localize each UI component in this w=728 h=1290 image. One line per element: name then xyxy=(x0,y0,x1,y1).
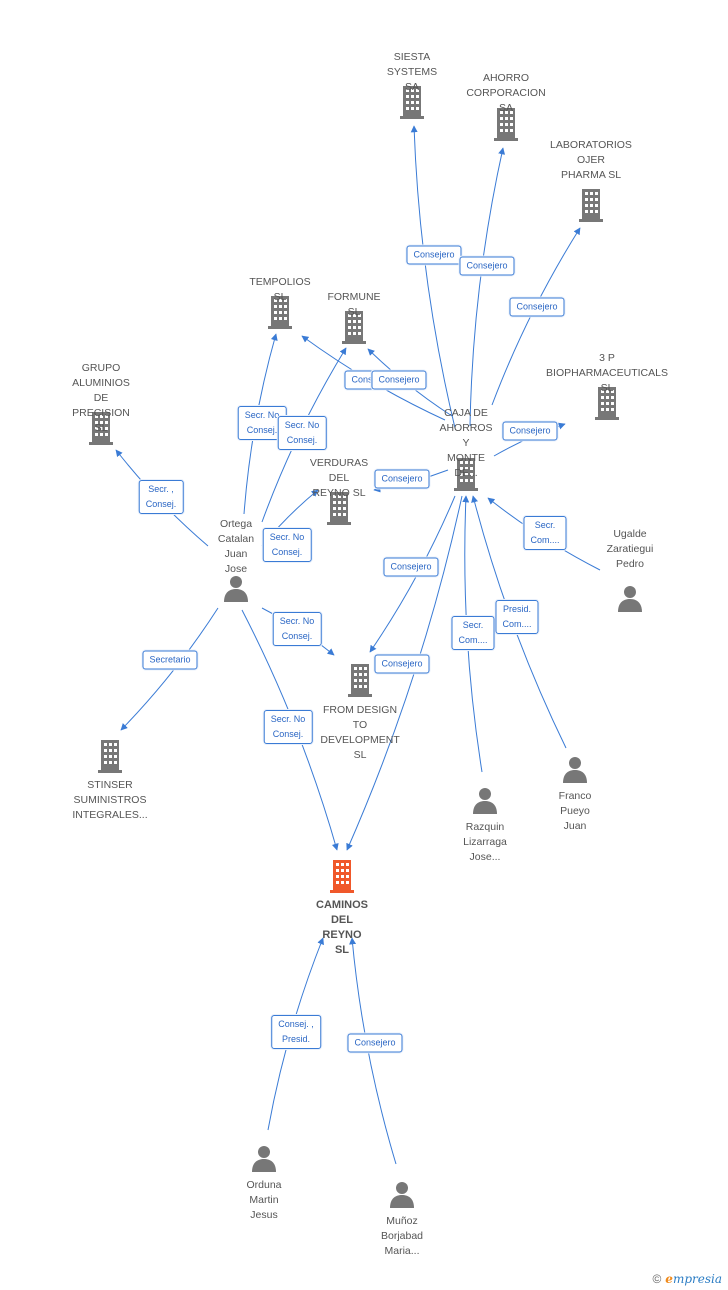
edge-label[interactable]: Consejero xyxy=(374,654,430,674)
edge-label[interactable]: Secretario xyxy=(142,650,198,670)
person-icon xyxy=(388,1180,416,1213)
edge-label[interactable]: Consejero xyxy=(502,421,558,441)
building-icon xyxy=(454,457,478,496)
node-label: CAMINOS DEL REYNO SL xyxy=(316,899,368,956)
node-label: Orduna Martin Jesus xyxy=(246,1179,282,1221)
person-icon xyxy=(222,574,250,607)
node-label: Franco Pueyo Juan xyxy=(558,790,592,832)
node-label: CAJA DE AHORROS Y MONTE DE... xyxy=(439,407,493,479)
person-icon xyxy=(471,786,499,819)
edge-ortega-stinser xyxy=(120,607,219,731)
node-label: SIESTA SYSTEMS SA xyxy=(386,51,438,93)
edge-label[interactable]: Consej. , Presid. xyxy=(271,1015,321,1049)
edge-label[interactable]: Consejero xyxy=(371,370,427,390)
node-label: FORMUNE SL xyxy=(327,291,381,318)
building-icon xyxy=(330,859,354,898)
node-label: LABORATORIOS OJER PHARMA SL xyxy=(550,139,632,181)
brand-logo: empresia xyxy=(665,1272,722,1286)
edge-label[interactable]: Secr. Com.... xyxy=(451,616,495,650)
node-label: Razquin Lizarraga Jose... xyxy=(463,821,507,863)
edge-label[interactable]: Consejero xyxy=(459,256,515,276)
building-icon xyxy=(348,663,372,702)
edge-label[interactable]: Secr. , Consej. xyxy=(138,480,184,514)
edge-caja-siesta xyxy=(410,125,456,429)
edge-label[interactable]: Secr. No Consej. xyxy=(263,710,313,744)
node-label: STINSER SUMINISTROS INTEGRALES... xyxy=(72,779,148,821)
edge-label[interactable]: Consejero xyxy=(509,297,565,317)
edge-label[interactable]: Consejero xyxy=(347,1033,403,1053)
node-label: Ortega Catalan Juan Jose xyxy=(217,518,255,575)
building-icon xyxy=(400,85,424,124)
building-icon xyxy=(268,295,292,334)
edge-label[interactable]: Secr. No Consej. xyxy=(272,612,322,646)
edge-label[interactable]: Secr. No Consej. xyxy=(262,528,312,562)
node-label: 3 P BIOPHARMACEUTICALS SL xyxy=(546,352,668,394)
node-label: VERDURAS DEL REYNO SL xyxy=(309,457,369,499)
building-icon xyxy=(595,386,619,425)
building-icon xyxy=(327,491,351,530)
node-label: Ugalde Zaratiegui Pedro xyxy=(606,528,654,570)
edge-label[interactable]: Secr. Com.... xyxy=(523,516,567,550)
node-label: GRUPO ALUMINIOS DE PRECISION SL xyxy=(72,362,130,434)
building-icon xyxy=(98,739,122,778)
person-icon xyxy=(561,755,589,788)
person-icon xyxy=(616,584,644,617)
footer-brand: ©empresia xyxy=(652,1272,722,1286)
edge-label[interactable]: Secr. No Consej. xyxy=(277,416,327,450)
edge-caja-caminos xyxy=(346,495,463,851)
building-icon xyxy=(579,188,603,227)
edge-label[interactable]: Consejero xyxy=(383,557,439,577)
person-icon xyxy=(250,1144,278,1177)
node-label: AHORRO CORPORACION SA xyxy=(466,72,546,114)
building-icon xyxy=(89,411,113,450)
node-label: TEMPOLIOS SL xyxy=(249,276,311,303)
node-label: FROM DESIGN TO DEVELOPMENT SL xyxy=(320,704,400,761)
node-label: Muñoz Borjabad Maria... xyxy=(380,1215,424,1257)
edge-label[interactable]: Consejero xyxy=(374,469,430,489)
building-icon xyxy=(494,107,518,146)
edge-label[interactable]: Consejero xyxy=(406,245,462,265)
edge-caja-ahorro xyxy=(469,147,506,427)
edge-label[interactable]: Presid. Com.... xyxy=(495,600,539,634)
copyright-symbol: © xyxy=(652,1272,662,1286)
building-icon xyxy=(342,310,366,349)
